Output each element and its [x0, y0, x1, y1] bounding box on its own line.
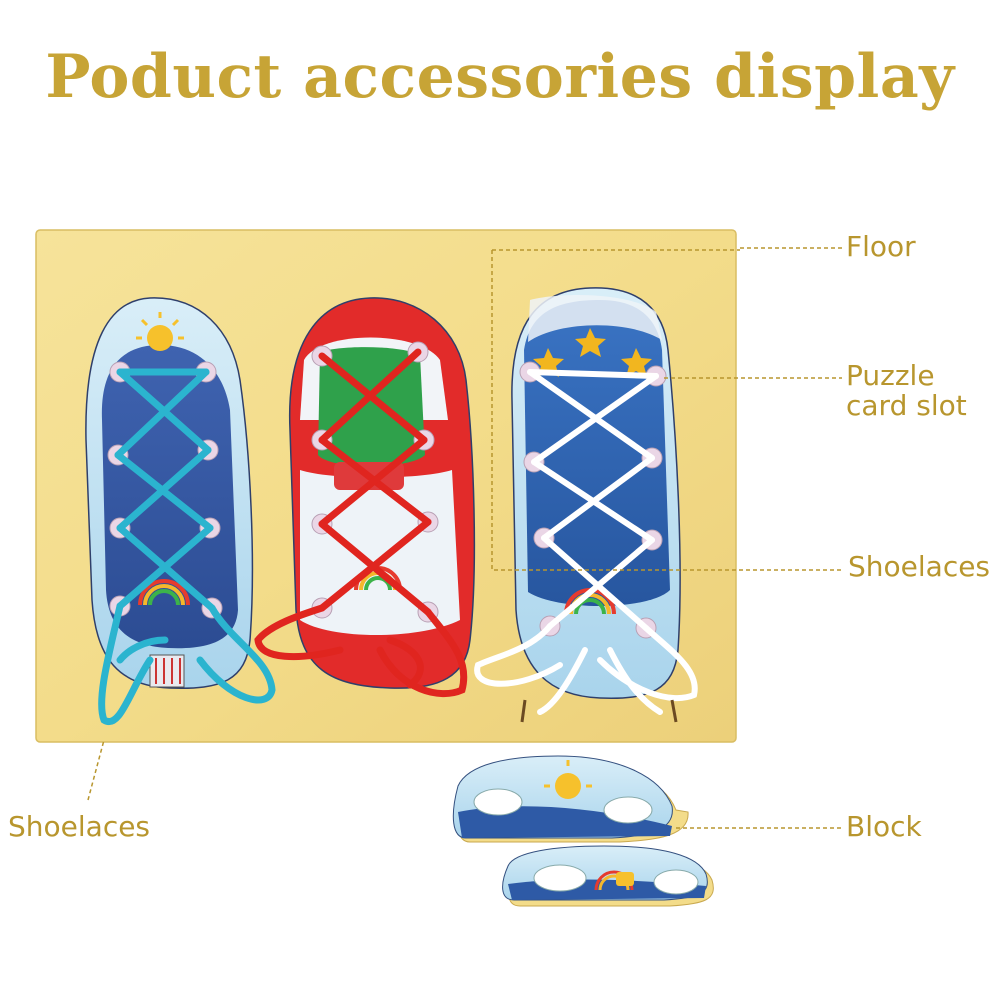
blue-shoelace — [98, 368, 276, 725]
left-shoe-card — [85, 297, 276, 725]
callout-puzzle-line2: card slot — [846, 389, 967, 423]
page-title: Poduct accessories display — [45, 42, 955, 112]
loose-block-1 — [452, 755, 689, 843]
callout-floor: Floor — [846, 230, 916, 263]
callout-leaders — [87, 247, 842, 829]
red-shoelace — [254, 348, 468, 698]
sun-icon — [544, 760, 592, 799]
callout-shoelaces-left: Shoelaces — [8, 810, 151, 843]
callout-block: Block — [846, 810, 922, 843]
callout-puzzle-card-slot: Puzzle card slot — [846, 359, 967, 423]
right-shoe-card — [474, 287, 698, 723]
callout-puzzle-line1: Puzzle — [846, 359, 935, 392]
white-shoelace — [474, 369, 698, 715]
middle-shoe-card — [254, 297, 476, 698]
rainbow-icon — [138, 579, 190, 606]
loose-block-2 — [502, 845, 714, 907]
sun-icon — [136, 312, 184, 351]
callout-shoelaces-right: Shoelaces — [848, 550, 991, 583]
